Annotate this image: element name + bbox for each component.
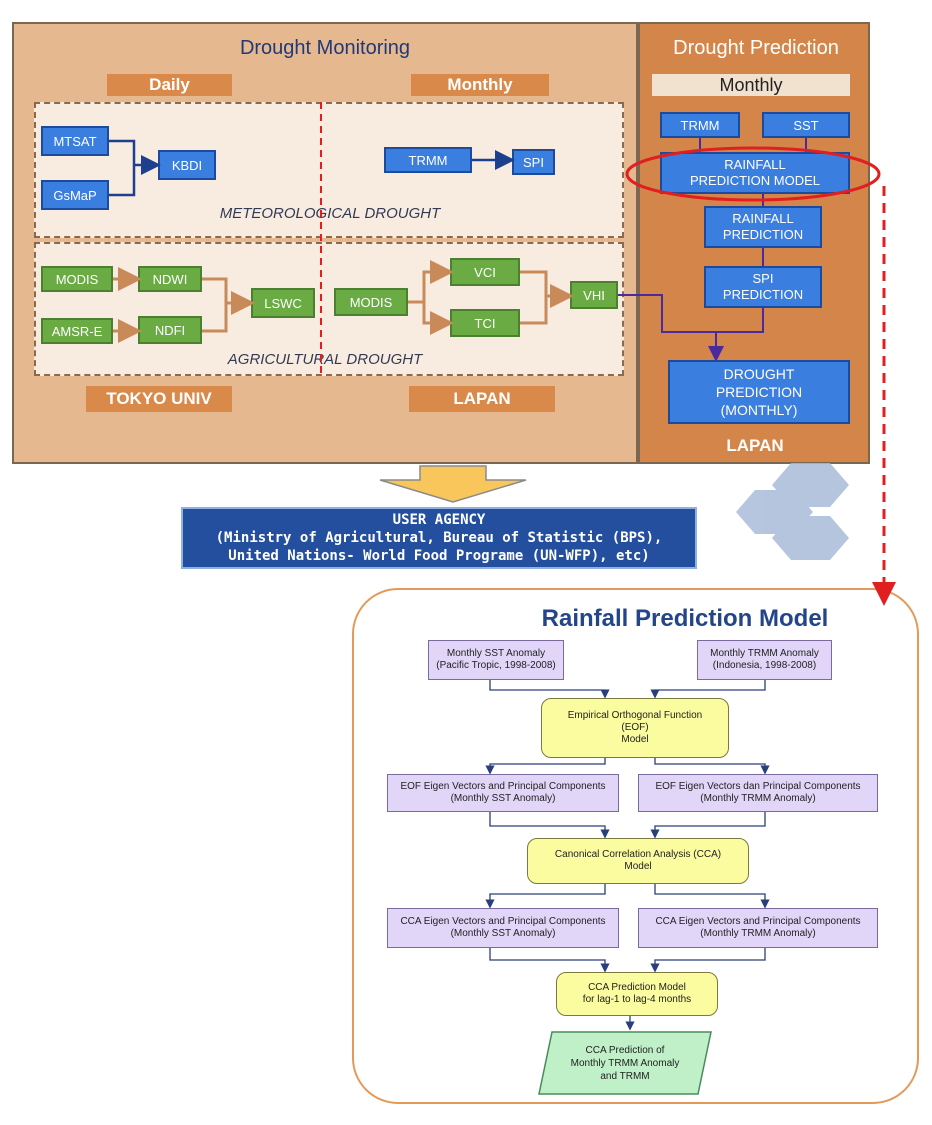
user-agency-line3: United Nations- World Food Programe (UN-… bbox=[228, 548, 650, 564]
rpm-output-line1: CCA Prediction of bbox=[585, 1044, 665, 1056]
rpm-sst-anomaly-line2: (Pacific Tropic, 1998-2008) bbox=[436, 660, 556, 671]
rainfall-prediction-line2: PREDICTION bbox=[722, 227, 804, 242]
node-trmm-prediction: TRMM bbox=[660, 112, 740, 138]
rpm-cca-line1: Canonical Correlation Analysis (CCA) bbox=[554, 849, 722, 860]
rainfall-model-line1: RAINFALL bbox=[724, 157, 786, 172]
rpm-trmm-anomaly: Monthly TRMM Anomaly (Indonesia, 1998-20… bbox=[697, 640, 832, 680]
rpm-cca-trmm-line1: CCA Eigen Vectors and Principal Componen… bbox=[655, 916, 861, 927]
rainfall-prediction-model-title: Rainfall Prediction Model bbox=[541, 605, 829, 632]
footer-lapan-prediction: LAPAN bbox=[726, 436, 784, 455]
node-modis-right: MODIS bbox=[334, 288, 408, 316]
rpm-eof-line2: (EOF) bbox=[621, 722, 649, 733]
rpm-trmm-anomaly-line2: (Indonesia, 1998-2008) bbox=[712, 660, 817, 671]
spi-prediction-line2: PREDICTION bbox=[722, 287, 804, 302]
rpm-cca-trmm-line2: (Monthly TRMM Anomaly) bbox=[700, 928, 816, 939]
node-drought-prediction: DROUGHT PREDICTION (MONTHLY) bbox=[668, 360, 850, 424]
node-sst: SST bbox=[762, 112, 850, 138]
rpm-output-shape bbox=[538, 1031, 712, 1095]
rpm-output-text: CCA Prediction of Monthly TRMM Anomaly a… bbox=[552, 1034, 698, 1092]
rpm-cca-sst: CCA Eigen Vectors and Principal Componen… bbox=[387, 908, 619, 948]
rpm-cca-line2: Model bbox=[624, 861, 652, 872]
node-spi-prediction: SPI PREDICTION bbox=[704, 266, 822, 308]
footer-tokyo-univ: TOKYO UNIV bbox=[86, 386, 232, 412]
rpm-cca-sst-line1: CCA Eigen Vectors and Principal Componen… bbox=[400, 916, 606, 927]
rpm-connectors bbox=[485, 680, 770, 1031]
rpm-eof-line1: Empirical Orthogonal Function bbox=[567, 710, 703, 721]
node-rainfall-prediction: RAINFALL PREDICTION bbox=[704, 206, 822, 248]
rpm-eof-sst-line2: (Monthly SST Anomaly) bbox=[450, 793, 556, 804]
rpm-eof-trmm-line1: EOF Eigen Vectors dan Principal Componen… bbox=[655, 781, 861, 792]
node-gsmap: GsMaP bbox=[41, 180, 109, 210]
agricultural-drought-group bbox=[34, 242, 624, 376]
agricultural-drought-label: AGRICULTURAL DROUGHT bbox=[227, 350, 423, 368]
rpm-eof-line3: Model bbox=[621, 734, 649, 745]
rpm-eof-sst: EOF Eigen Vectors and Principal Componen… bbox=[387, 774, 619, 812]
down-arrow-to-user-agency bbox=[379, 465, 527, 503]
rpm-eof-trmm: EOF Eigen Vectors dan Principal Componen… bbox=[638, 774, 878, 812]
user-agency-box: USER AGENCY (Ministry of Agricultural, B… bbox=[181, 507, 697, 569]
rpm-sst-anomaly: Monthly SST Anomaly (Pacific Tropic, 199… bbox=[428, 640, 564, 680]
arrow-mtsat-gsmap-kbdi bbox=[109, 139, 156, 197]
rpm-eof-trmm-line2: (Monthly TRMM Anomaly) bbox=[700, 793, 816, 804]
node-vci: VCI bbox=[450, 258, 520, 286]
node-ndwi: NDWI bbox=[138, 266, 202, 292]
agricultural-arrows bbox=[113, 260, 568, 343]
rpm-cca-model: Canonical Correlation Analysis (CCA) Mod… bbox=[527, 838, 749, 884]
tab-daily: Daily bbox=[107, 74, 232, 96]
node-amsr-e: AMSR-E bbox=[41, 318, 113, 344]
rpm-output-line3: and TRMM bbox=[600, 1070, 650, 1082]
node-modis-left: MODIS bbox=[41, 266, 113, 292]
tab-monthly-prediction: Monthly bbox=[652, 74, 850, 96]
rainfall-model-line2: PREDICTION MODEL bbox=[689, 173, 820, 188]
drought-monitoring-title: Drought Monitoring bbox=[239, 36, 411, 59]
rpm-output-line2: Monthly TRMM Anomaly bbox=[570, 1057, 680, 1069]
rpm-cca-prediction-model: CCA Prediction Model for lag-1 to lag-4 … bbox=[556, 972, 718, 1016]
rpm-eof-sst-line1: EOF Eigen Vectors and Principal Componen… bbox=[400, 781, 606, 792]
spi-prediction-line1: SPI bbox=[752, 271, 774, 286]
rpm-ccap-line1: CCA Prediction Model bbox=[588, 982, 686, 993]
prediction-connectors bbox=[618, 138, 807, 362]
rpm-trmm-anomaly-line1: Monthly TRMM Anomaly bbox=[710, 648, 819, 659]
rpm-cca-trmm: CCA Eigen Vectors and Principal Componen… bbox=[638, 908, 878, 948]
node-ndfi: NDFI bbox=[138, 316, 202, 344]
rpm-cca-sst-line2: (Monthly SST Anomaly) bbox=[450, 928, 556, 939]
node-tci: TCI bbox=[450, 309, 520, 337]
drought-prediction-title: Drought Prediction bbox=[673, 36, 839, 59]
rainfall-prediction-line1: RAINFALL bbox=[732, 211, 794, 226]
footer-lapan-monitoring: LAPAN bbox=[409, 386, 555, 412]
rainfall-model-highlight bbox=[625, 146, 881, 202]
node-mtsat: MTSAT bbox=[41, 126, 109, 156]
rpm-ccap-line2: for lag-1 to lag-4 months bbox=[582, 994, 692, 1005]
user-agency-line1: USER AGENCY bbox=[392, 512, 486, 528]
drought-prediction-line1: DROUGHT bbox=[723, 366, 795, 382]
drought-prediction-line2: PREDICTION bbox=[715, 384, 803, 400]
user-agency-line2: (Ministry of Agricultural, Bureau of Sta… bbox=[215, 530, 663, 546]
node-rainfall-prediction-model: RAINFALL PREDICTION MODEL bbox=[660, 152, 850, 194]
drought-prediction-line3: (MONTHLY) bbox=[720, 402, 798, 418]
tab-monthly-monitoring: Monthly bbox=[411, 74, 549, 96]
node-trmm-monitoring: TRMM bbox=[384, 147, 472, 173]
rpm-sst-anomaly-line1: Monthly SST Anomaly bbox=[446, 648, 546, 659]
rpm-eof-model: Empirical Orthogonal Function (EOF) Mode… bbox=[541, 698, 729, 758]
hexagon-decoration bbox=[736, 463, 849, 560]
meteorological-drought-label: METEOROLOGICAL DROUGHT bbox=[219, 204, 441, 222]
